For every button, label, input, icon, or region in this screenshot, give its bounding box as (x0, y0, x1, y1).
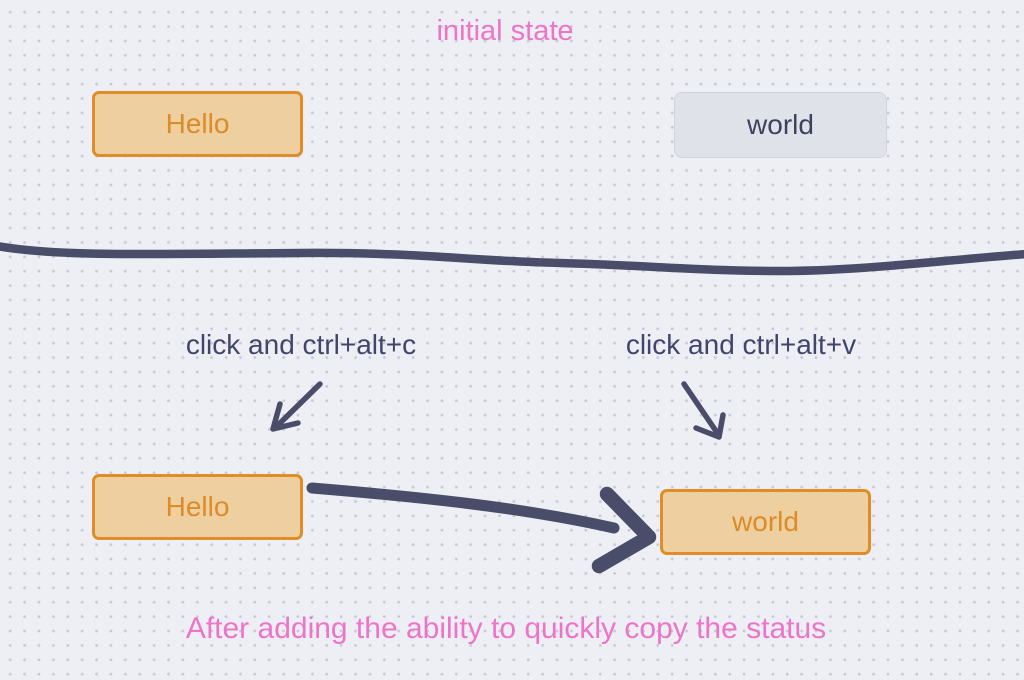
world-button-initial[interactable]: world (674, 92, 887, 158)
arrow-right-curved-icon (306, 482, 657, 574)
divider-line-icon (0, 242, 1024, 276)
hello-button-initial[interactable]: Hello (92, 91, 303, 157)
copy-instruction-label: click and ctrl+alt+c (185, 329, 417, 360)
hello-button-after[interactable]: Hello (92, 474, 303, 540)
world-button-after[interactable]: world (660, 489, 871, 555)
arrow-down-right-icon (681, 381, 726, 440)
arrow-down-left-icon (270, 381, 323, 432)
initial-state-caption: initial state (436, 15, 574, 47)
after-caption: After adding the ability to quickly copy… (185, 612, 827, 645)
paste-instruction-label: click and ctrl+alt+v (625, 329, 857, 360)
